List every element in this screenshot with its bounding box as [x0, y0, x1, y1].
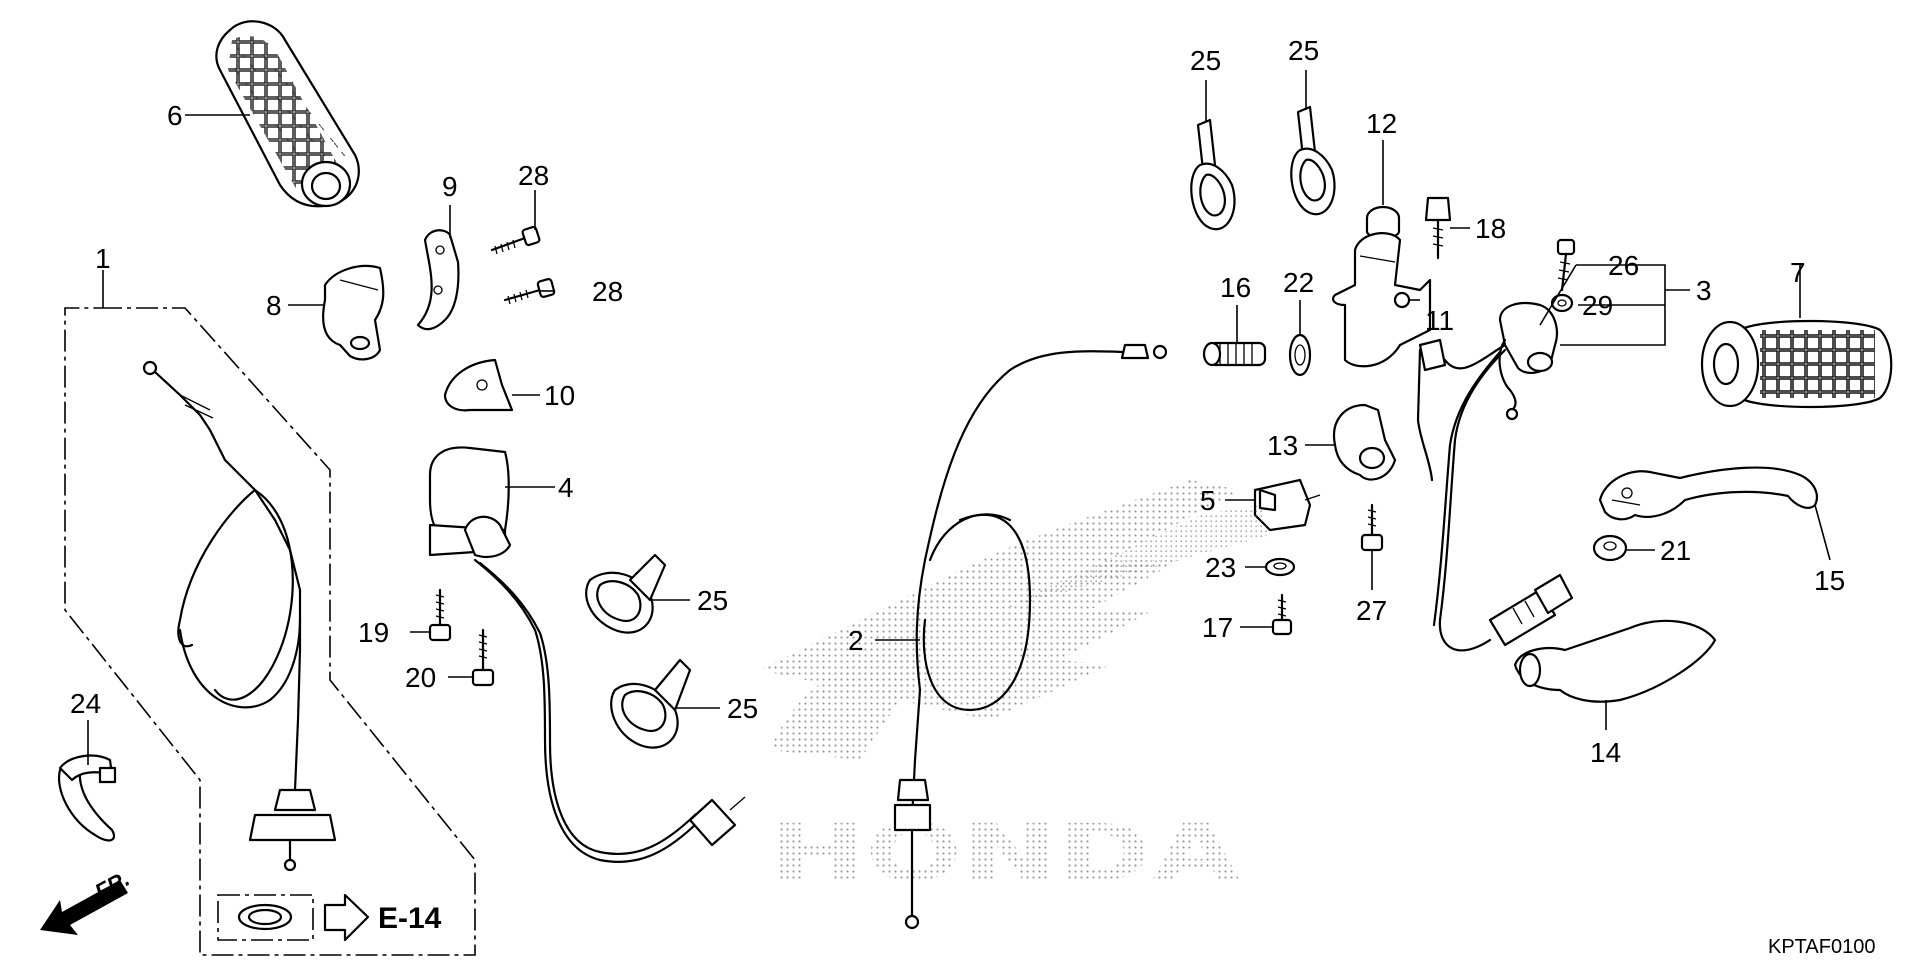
left-grip	[215, 20, 360, 208]
callout-16: 16	[1220, 272, 1251, 303]
cable-strap-25c	[585, 553, 667, 634]
honda-watermark-text: HONDA	[770, 809, 1240, 899]
switch-lower-half	[416, 229, 460, 331]
throttle-cable	[893, 343, 1168, 930]
callout-25b: 25	[1288, 35, 1319, 66]
lever-nut-21	[1592, 534, 1628, 562]
callout-29: 29	[1582, 290, 1613, 321]
switch-shadow	[1000, 505, 1270, 610]
callout-25c: 25	[697, 585, 728, 616]
callout-4: 4	[558, 472, 574, 503]
callout-26: 26	[1608, 250, 1639, 281]
diagram-code: KPTAF0100	[1768, 936, 1875, 958]
pivot-bolt-18	[1424, 196, 1452, 260]
callout-8: 8	[266, 290, 282, 321]
lever-bracket	[1331, 232, 1432, 368]
screw-28-upper	[490, 225, 541, 255]
bracket-holder-13	[1332, 403, 1397, 481]
callout-23: 23	[1205, 552, 1236, 583]
callout-28-upper: 28	[518, 160, 549, 191]
callout-27: 27	[1356, 595, 1387, 626]
screw-27	[1360, 503, 1384, 552]
callout-13: 13	[1267, 430, 1298, 461]
callout-15: 15	[1814, 565, 1845, 596]
callout-9: 9	[442, 171, 458, 202]
callout-18: 18	[1475, 213, 1506, 244]
callout-19: 19	[358, 617, 389, 648]
clutch-lever	[1598, 466, 1818, 521]
callout-3: 3	[1696, 275, 1712, 306]
cable-band-24	[57, 754, 117, 842]
screw-26	[1556, 238, 1576, 292]
callout-17: 17	[1202, 612, 1233, 643]
honda-wing-logo	[760, 480, 1240, 760]
callout-6: 6	[167, 100, 183, 131]
leader-lines	[87, 70, 1831, 765]
callout-20: 20	[405, 662, 436, 693]
screw-20	[471, 628, 495, 687]
callout-1: 1	[95, 243, 111, 274]
callout-25d: 25	[727, 693, 758, 724]
cable-strap-25b	[1290, 105, 1336, 216]
cable-strap-25a	[1190, 118, 1236, 231]
screw-17	[1271, 593, 1293, 636]
callout-12: 12	[1366, 108, 1397, 139]
callout-2: 2	[848, 625, 864, 656]
front-direction-arrow	[40, 880, 128, 935]
clutch-cable	[142, 360, 337, 872]
nut-23	[1264, 557, 1296, 577]
callout-11: 11	[1425, 305, 1454, 336]
callout-5: 5	[1200, 485, 1216, 516]
clutch-switch-5	[1253, 478, 1321, 532]
cable-strap-25d	[610, 658, 692, 749]
callout-7: 7	[1790, 257, 1806, 288]
engine-stop-switch	[428, 446, 746, 863]
callout-25a: 25	[1190, 45, 1221, 76]
callout-22: 22	[1283, 267, 1314, 298]
reference-label: E-14	[378, 902, 442, 935]
screw-28-lower	[503, 278, 556, 305]
callout-24: 24	[70, 688, 101, 719]
switch-housing-bracket	[322, 264, 385, 361]
cable-adjuster-16	[1202, 341, 1267, 367]
washer-29	[1550, 293, 1574, 313]
callout-10: 10	[544, 380, 575, 411]
hot-start-switch-assembly	[1416, 302, 1574, 652]
lock-nut-22	[1288, 333, 1312, 377]
right-grip	[1700, 319, 1893, 409]
reference-arrow-e14	[217, 893, 370, 942]
callout-28-lower: 28	[592, 276, 623, 307]
switch-cover	[443, 358, 514, 412]
callout-21: 21	[1660, 535, 1691, 566]
lever-cover	[1513, 619, 1717, 703]
screw-19	[428, 588, 452, 642]
callout-14: 14	[1590, 737, 1621, 768]
part1-boundary	[64, 307, 476, 956]
